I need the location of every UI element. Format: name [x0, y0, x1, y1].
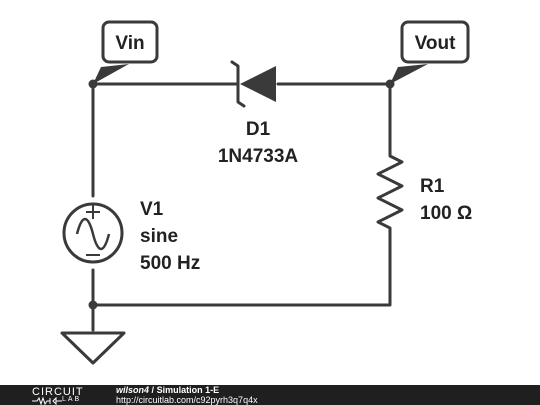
footer-url-link[interactable]: http://circuitlab.com/c92pyrh3q7q4x [116, 395, 258, 405]
net-label-vout: Vout [390, 20, 470, 84]
source-freq: 500 Hz [140, 253, 200, 274]
footer-separator: / [151, 385, 155, 395]
footer-credit: wilson4 / Simulation 1-E [116, 385, 219, 395]
source-name: V1 [140, 199, 164, 220]
footer-title: Simulation 1-E [156, 385, 220, 395]
sine-source-icon [62, 202, 124, 264]
resistor-value: 100 Ω [420, 203, 472, 224]
resistor-name: R1 [420, 176, 445, 197]
vout-label: Vout [415, 33, 456, 54]
net-label-vin: Vin [93, 20, 159, 84]
source-type: sine [140, 226, 178, 247]
resistor-icon [376, 148, 404, 238]
logo-resistor-icon [32, 396, 62, 405]
footer-user[interactable]: wilson4 [116, 385, 150, 395]
circuit-schematic: Vin Vout D1 1N4733A R1 100 Ω V1 sine 500… [60, 20, 472, 365]
diode-name: D1 [246, 119, 271, 140]
vin-label: Vin [115, 33, 144, 54]
footer-bar: CIRCUIT LAB wilson4 / Simulation 1-E htt… [0, 385, 540, 405]
plus-sign-icon [86, 205, 100, 219]
ground-icon [60, 331, 126, 365]
circuitlab-logo: CIRCUIT LAB [10, 386, 110, 405]
junction-bottom [88, 300, 98, 310]
diode-icon [230, 60, 276, 108]
diode-part: 1N4733A [218, 146, 299, 167]
wire-bottom [91, 234, 392, 307]
logo-text-lab: LAB [62, 396, 82, 403]
logo-text-circuit: CIRCUIT [32, 386, 84, 398]
